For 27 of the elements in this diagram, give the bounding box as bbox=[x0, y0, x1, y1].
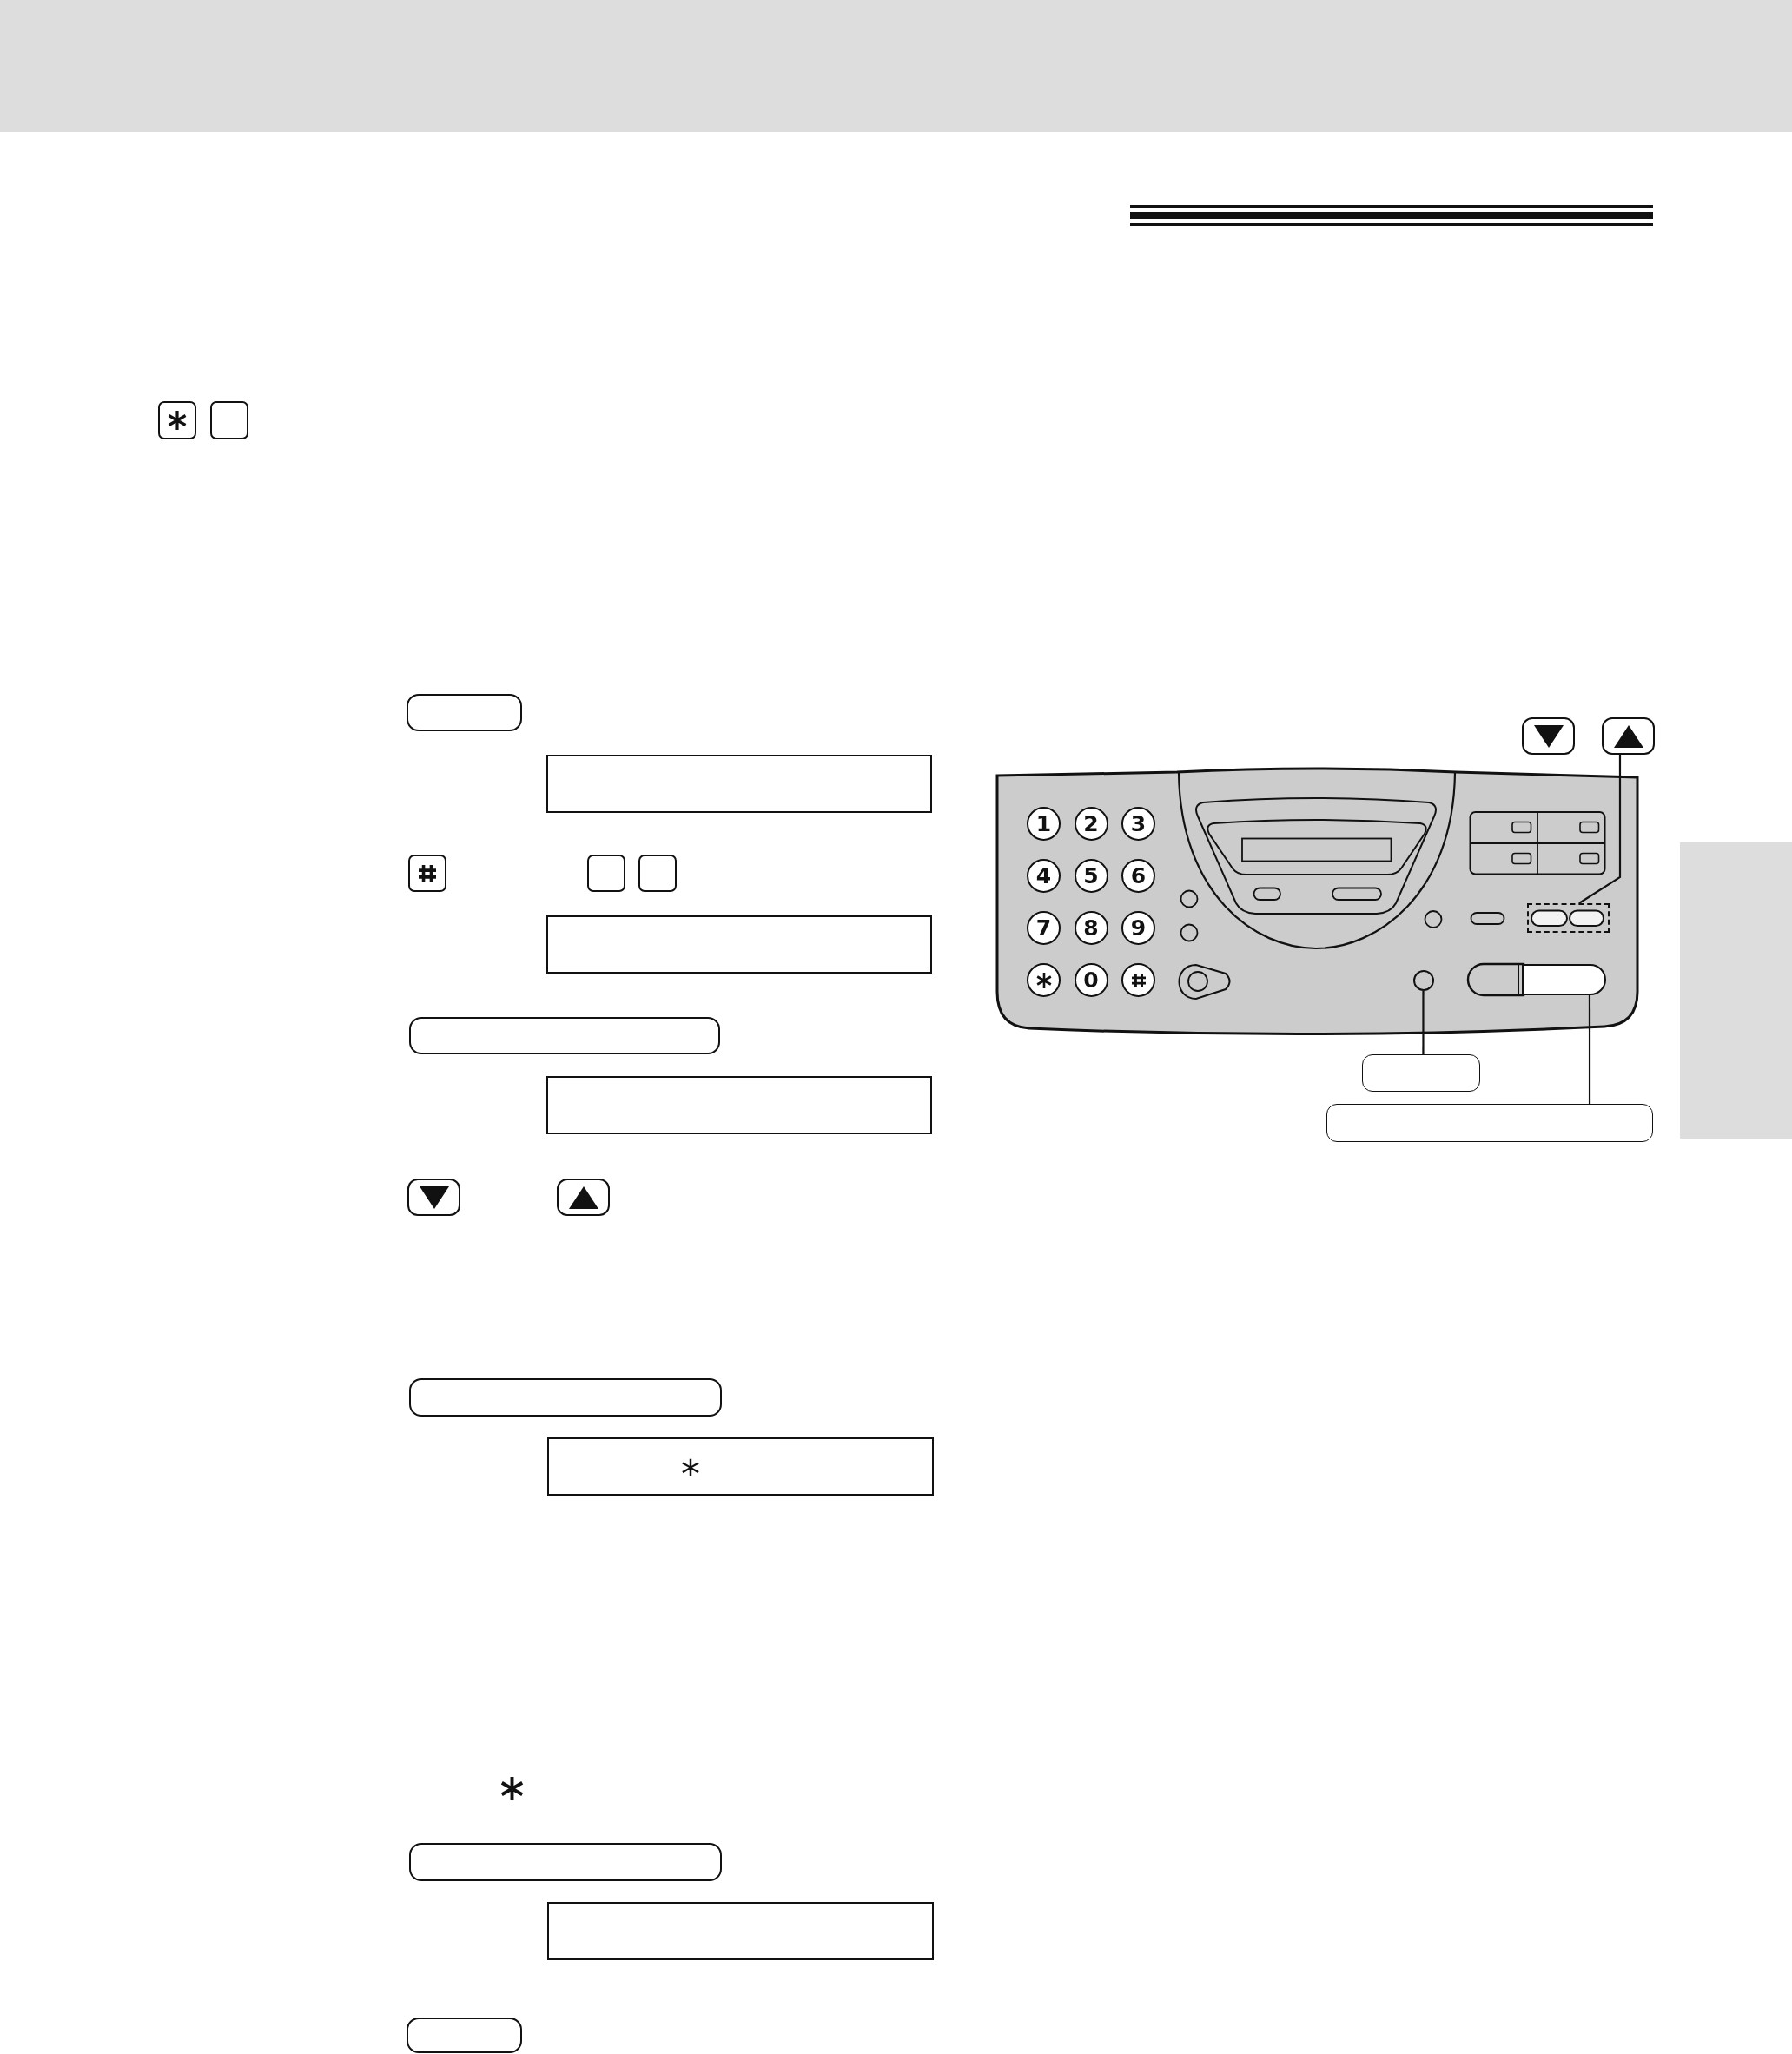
key bbox=[638, 855, 677, 892]
key bbox=[409, 1378, 722, 1417]
key bbox=[408, 855, 446, 892]
key bbox=[587, 855, 625, 892]
callout-box bbox=[1326, 1104, 1653, 1142]
lcd-display bbox=[547, 1902, 934, 1960]
key bbox=[557, 1179, 610, 1216]
callout-box bbox=[1362, 1054, 1480, 1092]
key bbox=[210, 401, 248, 439]
key bbox=[407, 694, 522, 731]
key bbox=[407, 2018, 522, 2053]
dashed-button-pair bbox=[1527, 903, 1610, 933]
key bbox=[1602, 717, 1655, 755]
side-tab bbox=[1680, 842, 1792, 1139]
key bbox=[158, 401, 196, 439]
large-button bbox=[1522, 964, 1606, 995]
key bbox=[409, 1843, 722, 1881]
key bbox=[1522, 717, 1575, 755]
leader-line bbox=[1578, 755, 1622, 904]
lcd-display bbox=[546, 755, 932, 813]
lcd-display bbox=[546, 1076, 932, 1134]
leader-line bbox=[1422, 991, 1425, 1054]
leader-line bbox=[1588, 995, 1591, 1104]
lcd-display: * bbox=[547, 1437, 934, 1496]
key bbox=[409, 1017, 720, 1054]
lcd-display bbox=[546, 915, 932, 974]
key bbox=[407, 1179, 460, 1216]
